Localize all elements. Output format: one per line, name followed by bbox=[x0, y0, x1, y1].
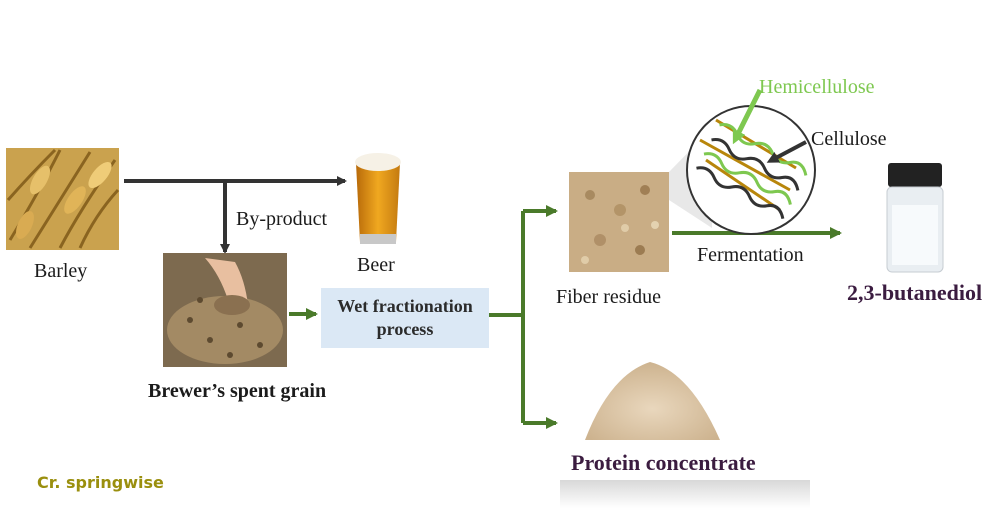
fiber-residue-image bbox=[569, 172, 669, 272]
label-shadow bbox=[560, 480, 810, 508]
fiber-zoom-callout bbox=[669, 88, 816, 235]
fiber-residue-label: Fiber residue bbox=[556, 286, 661, 308]
fermentation-label: Fermentation bbox=[697, 244, 804, 266]
butanediol-label: 2,3-butanediol bbox=[847, 280, 983, 305]
hemicellulose-label: Hemicellulose bbox=[759, 76, 875, 98]
spent-grain-label: Brewer’s spent grain bbox=[148, 380, 327, 402]
butanediol-vial-image bbox=[886, 163, 944, 273]
barley-label: Barley bbox=[34, 260, 88, 282]
process-label-line2: process bbox=[376, 319, 434, 339]
cellulose-pointer bbox=[766, 140, 807, 163]
beer-label: Beer bbox=[357, 254, 395, 276]
hemicellulose-pointer bbox=[732, 88, 763, 145]
credit-text: Cr. springwise bbox=[37, 473, 164, 492]
protein-pile-image bbox=[585, 362, 720, 440]
protein-concentrate-label: Protein concentrate bbox=[571, 450, 756, 475]
cellulose-label: Cellulose bbox=[811, 128, 887, 150]
wet-fractionation-box: Wet fractionation process bbox=[321, 288, 489, 348]
by-product-label: By-product bbox=[236, 208, 328, 230]
process-label-line1: Wet fractionation bbox=[337, 295, 473, 316]
beer-glass-image bbox=[355, 153, 401, 244]
barley-image bbox=[6, 148, 120, 250]
spent-grain-image bbox=[163, 253, 287, 367]
